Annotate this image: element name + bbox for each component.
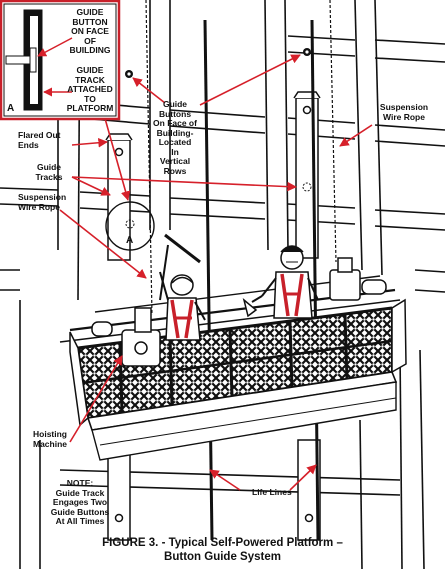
guide-button-marks (125, 48, 311, 78)
detail-letter-a: A (126, 235, 134, 246)
label-suspension-wire-rope-right: Suspension Wire Rope (379, 102, 429, 122)
detail-circle-a (105, 201, 155, 251)
figure-caption-line1: FIGURE 3. - Typical Self-Powered Platfor… (102, 537, 343, 549)
label-note: NOTE: Guide Track Engages Two Guide Butt… (50, 478, 110, 526)
platform (59, 275, 407, 461)
worker-right (242, 245, 319, 319)
hidden-guide-button-detail (125, 219, 135, 229)
hoisting-machine-left (91, 307, 161, 367)
label-hoisting-machine: Hoisting Machine (32, 429, 67, 449)
worker-left (159, 271, 206, 341)
label-guide-buttons: Guide Buttons On Face of Building- Locat… (153, 99, 197, 176)
detail-inset-a (0, 0, 121, 121)
label-flared-out-ends: Flared Out Ends (18, 130, 61, 150)
label-guide-tracks: Guide Tracks (35, 162, 63, 182)
label-suspension-wire-rope-left: Suspension Wire Rope (18, 192, 67, 212)
guide-track-left (105, 133, 133, 541)
inset-corner-letter: A (7, 103, 15, 114)
figure-caption-line2: Button Guide System (164, 551, 281, 563)
inset-label-guide-button: GUIDE BUTTON ON FACE OF BUILDING (69, 7, 111, 55)
callout-arrows (59, 54, 373, 491)
inset-label-guide-track: GUIDE TRACK ATTACHED TO PLATFORM (66, 65, 114, 113)
squeegee-tool (159, 233, 201, 301)
hidden-guide-button (302, 182, 312, 192)
suspension-wire-ropes (145, 0, 337, 316)
life-lines (203, 19, 320, 541)
hoisting-machine-right (329, 257, 387, 301)
label-life-lines: Life Lines (252, 487, 292, 497)
